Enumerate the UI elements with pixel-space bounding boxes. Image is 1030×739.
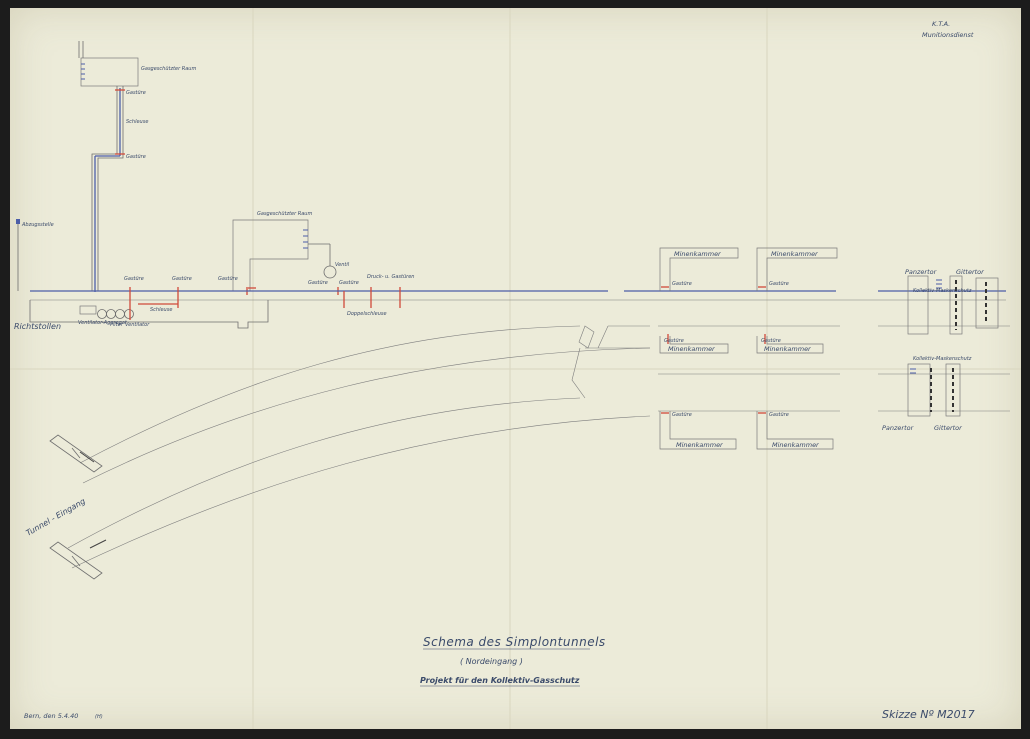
label-minenkammer: Minenkammer bbox=[668, 345, 716, 353]
label-panzertor: Panzertor bbox=[882, 424, 915, 432]
label-panzertor: Panzertor bbox=[905, 268, 938, 276]
portal-lower bbox=[49, 539, 107, 580]
label-gastuere: Gastüre bbox=[769, 412, 789, 418]
title-line3: Projekt für den Kollektiv-Gasschutz bbox=[420, 676, 580, 685]
label-minenkammer: Minenkammer bbox=[674, 250, 722, 258]
label-gastuere: Gastüre bbox=[172, 276, 192, 282]
right-galleries bbox=[658, 247, 1010, 450]
initials: (H) bbox=[95, 714, 103, 720]
label-schleuse: Schleuse bbox=[150, 307, 172, 313]
label-gastuere: Gastüre bbox=[664, 338, 684, 344]
ventilator-aggregat bbox=[79, 305, 97, 315]
label-kollektivschutz: Kollektiv-Maskenschutz bbox=[913, 356, 972, 362]
label-kollektivschutz: Kollektiv-Maskenschutz bbox=[913, 288, 972, 294]
panzertor-upper bbox=[907, 275, 929, 335]
label-gastuere: Gastüre bbox=[218, 276, 238, 282]
gas-room-top bbox=[80, 57, 139, 87]
label-schleuse: Schleuse bbox=[126, 119, 148, 125]
label-filter: Filter bbox=[110, 322, 124, 328]
label-richtstollen: Richtstollen bbox=[14, 322, 61, 331]
org-line2: Munitionsdienst bbox=[922, 31, 974, 39]
upper-shaft-system bbox=[78, 41, 139, 292]
label-doppelschleuse: Doppelschleuse bbox=[347, 311, 387, 317]
label-gittertor: Gittertor bbox=[956, 268, 985, 276]
tunnel-schematic: K.T.A. Munitionsdienst Gasgeschützter Ra… bbox=[10, 8, 1021, 729]
title-line1: Schema des Simplontunnels bbox=[423, 635, 606, 649]
label-gastuere: Gastüre bbox=[126, 154, 146, 160]
label-gastuere: Gastüre bbox=[672, 412, 692, 418]
sketch-id: Skizze Nº M2017 bbox=[882, 708, 975, 721]
label-druck-gastueren: Druck- u. Gastüren bbox=[367, 274, 414, 280]
label-gastuere: Gastüre bbox=[769, 281, 789, 287]
label-minenkammer: Minenkammer bbox=[772, 441, 820, 449]
main-gallery bbox=[16, 219, 1006, 329]
title-line2: ( Nordeingang ) bbox=[460, 657, 523, 666]
label-ventilator-aggregat: Ventilator-Aggregat bbox=[78, 320, 128, 326]
date-line: Bern, den 5.4.40 bbox=[24, 712, 78, 720]
panzertor-lower bbox=[907, 363, 931, 417]
label-tunnel-eingang: Tunnel - Eingang bbox=[25, 496, 87, 537]
label-gas-room-top: Gasgeschützter Raum bbox=[141, 66, 196, 72]
label-gastuere: Gastüre bbox=[672, 281, 692, 287]
label-ventilator: Ventilator bbox=[125, 322, 150, 328]
label-gastuere: Gastüre bbox=[761, 338, 781, 344]
fold-lines bbox=[10, 8, 1021, 729]
label-minenkammer: Minenkammer bbox=[771, 250, 819, 258]
labels: K.T.A. Munitionsdienst Gasgeschützter Ra… bbox=[14, 20, 985, 721]
label-gastuere: Gastüre bbox=[308, 280, 328, 286]
gittertor-upper bbox=[975, 277, 999, 329]
label-ventil: Ventil bbox=[335, 262, 350, 268]
label-gastuere: Gastüre bbox=[124, 276, 144, 282]
label-minenkammer: Minenkammer bbox=[764, 345, 812, 353]
label-gittertor: Gittertor bbox=[934, 424, 963, 432]
portal-upper bbox=[49, 434, 103, 473]
label-abzugsstelle: Abzugsstelle bbox=[21, 222, 54, 228]
gittertor-lower bbox=[945, 363, 961, 417]
label-gastuere: Gastüre bbox=[126, 90, 146, 96]
label-minenkammer: Minenkammer bbox=[676, 441, 724, 449]
org-line1: K.T.A. bbox=[932, 20, 950, 28]
label-gastuere: Gastüre bbox=[339, 280, 359, 286]
tunnel-curves bbox=[49, 325, 651, 580]
drawing-sheet: K.T.A. Munitionsdienst Gasgeschützter Ra… bbox=[10, 8, 1021, 729]
label-gas-room-mid: Gasgeschützter Raum bbox=[257, 211, 312, 217]
